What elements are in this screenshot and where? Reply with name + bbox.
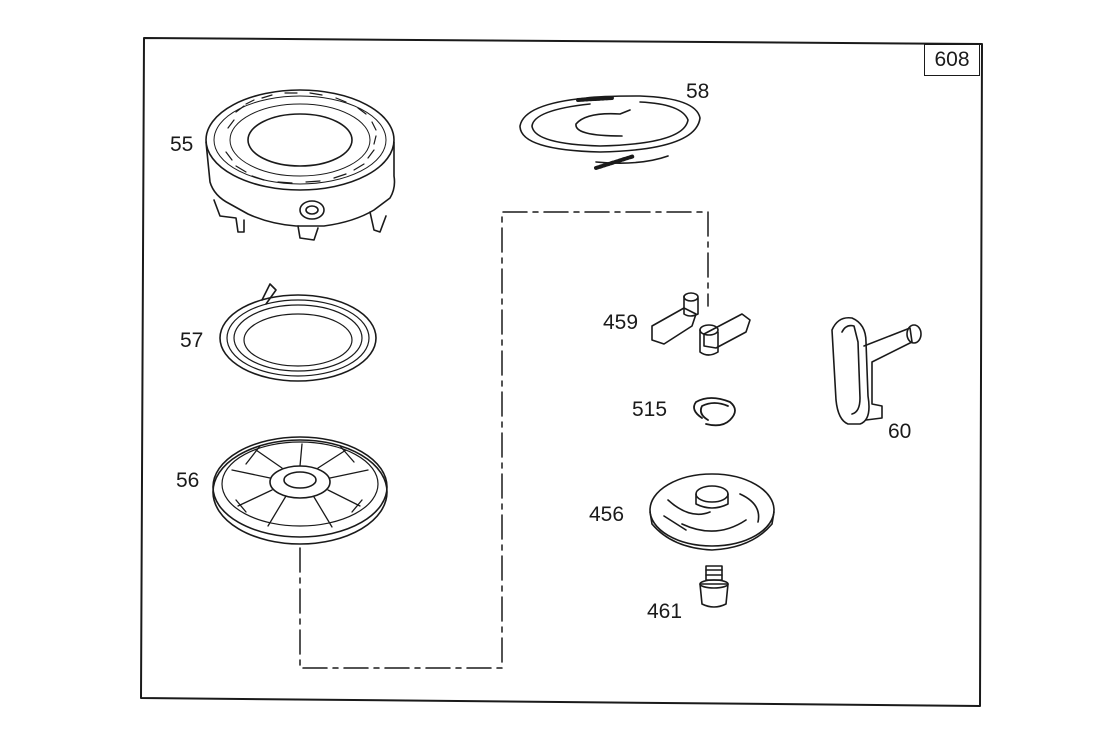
part-56-pulley bbox=[212, 436, 388, 545]
part-60-starter-handle bbox=[831, 316, 922, 425]
diagram-frame bbox=[140, 37, 983, 707]
part-label-456: 456 bbox=[589, 503, 625, 526]
part-57-rewind-spring bbox=[219, 283, 377, 382]
page-number-box: 608 bbox=[924, 44, 980, 76]
part-label-56: 56 bbox=[176, 469, 200, 492]
part-456-retainer bbox=[649, 473, 775, 551]
part-55-starter-housing bbox=[205, 89, 396, 241]
part-label-515: 515 bbox=[632, 398, 668, 421]
assembly-leader-lines bbox=[299, 211, 709, 669]
part-515-retaining-ring bbox=[693, 397, 736, 427]
part-label-58: 58 bbox=[686, 80, 710, 103]
part-label-60: 60 bbox=[888, 420, 912, 443]
part-label-57: 57 bbox=[180, 329, 204, 352]
part-label-55: 55 bbox=[170, 133, 194, 156]
part-58-starter-rope bbox=[519, 95, 701, 170]
part-label-461: 461 bbox=[647, 600, 683, 623]
part-459-starter-dog bbox=[651, 292, 751, 356]
part-461-screw bbox=[699, 565, 729, 608]
part-label-459: 459 bbox=[603, 311, 639, 334]
